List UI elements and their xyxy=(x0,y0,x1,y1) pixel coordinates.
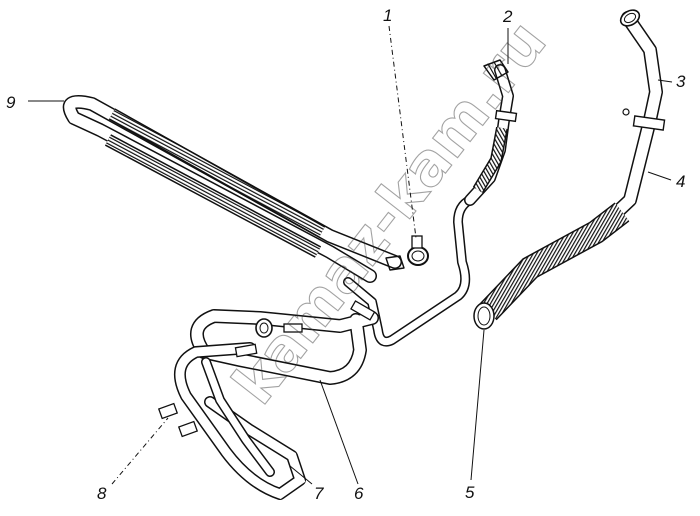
pipe-3-hose-4 xyxy=(473,9,666,330)
watermark-text: kamaz-kam.ru xyxy=(219,8,559,416)
callout-labels: 1 2 3 4 5 6 7 8 9 xyxy=(6,6,686,503)
leader-lines xyxy=(28,25,673,485)
hose-6-7 xyxy=(173,300,379,500)
callout-5: 5 xyxy=(465,483,475,502)
callout-1: 1 xyxy=(383,6,392,25)
callout-2: 2 xyxy=(502,7,513,26)
callout-6: 6 xyxy=(354,484,364,503)
clamp-1 xyxy=(407,235,429,266)
callout-3: 3 xyxy=(676,72,686,91)
callout-8: 8 xyxy=(97,484,107,503)
fitting-8 xyxy=(157,402,199,438)
pipe-9-loop xyxy=(62,94,405,283)
pipe-central xyxy=(343,195,475,347)
hose-2 xyxy=(464,59,518,206)
callout-9: 9 xyxy=(6,93,16,112)
callout-4: 4 xyxy=(676,172,685,191)
callout-7: 7 xyxy=(314,484,324,503)
